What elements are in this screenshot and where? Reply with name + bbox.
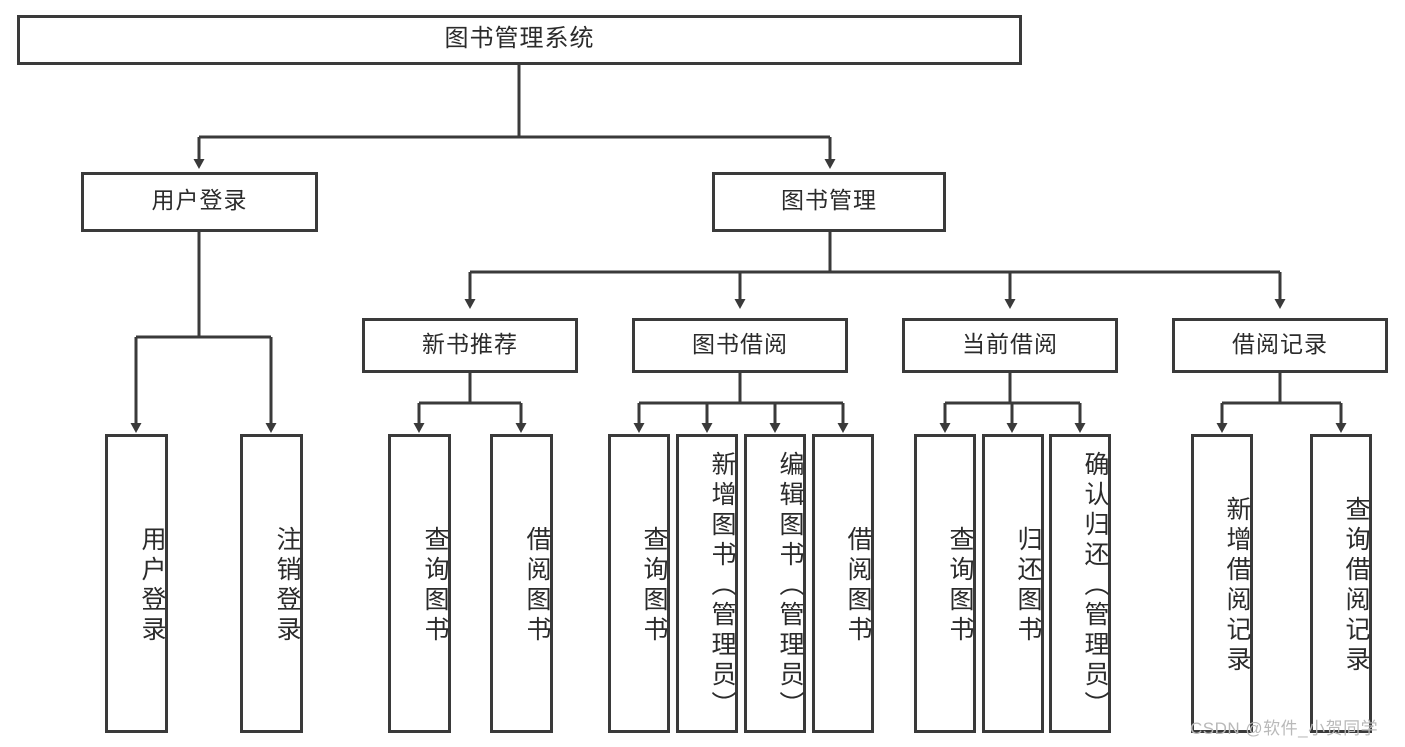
leaf-borrow-book-recommend[interactable]: 借阅图书 xyxy=(490,434,553,733)
leaf-query-borrow-record[interactable]: 查询借阅记录 xyxy=(1310,434,1372,733)
node-label: 归还图书 xyxy=(1014,525,1042,646)
node-label: 用户登录 xyxy=(151,187,248,214)
node-root-system[interactable]: 图书管理系统 xyxy=(17,15,1022,65)
node-label: 查询图书 xyxy=(640,525,668,646)
leaf-user-login[interactable]: 用户登录 xyxy=(105,434,168,733)
node-label: 确认归还（管理员） xyxy=(1081,450,1109,721)
node-label: 查询图书 xyxy=(421,525,449,646)
leaf-add-book-admin[interactable]: 新增图书（管理员） xyxy=(676,434,738,733)
leaf-return-book[interactable]: 归还图书 xyxy=(982,434,1044,733)
leaf-edit-book-admin[interactable]: 编辑图书（管理员） xyxy=(744,434,806,733)
leaf-query-book-recommend[interactable]: 查询图书 xyxy=(388,434,451,733)
node-label: 查询借阅记录 xyxy=(1342,495,1370,676)
node-new-book-recommend[interactable]: 新书推荐 xyxy=(362,318,578,373)
node-label: 当前借阅 xyxy=(962,330,1058,357)
node-label: 查询图书 xyxy=(946,525,974,646)
node-label: 图书管理 xyxy=(781,187,877,214)
node-label: 借阅图书 xyxy=(523,525,551,646)
node-label: 图书管理系统 xyxy=(444,24,595,52)
node-label: 借阅图书 xyxy=(844,525,872,646)
node-label: 新增借阅记录 xyxy=(1223,495,1251,676)
node-current-borrow[interactable]: 当前借阅 xyxy=(902,318,1118,373)
leaf-borrow-book[interactable]: 借阅图书 xyxy=(812,434,874,733)
node-label: 新增图书（管理员） xyxy=(708,450,736,721)
csdn-watermark: CSDN @软件_小贺同学 xyxy=(1190,719,1379,738)
leaf-query-book-current[interactable]: 查询图书 xyxy=(914,434,976,733)
node-borrow-record[interactable]: 借阅记录 xyxy=(1172,318,1388,373)
leaf-query-book-borrow[interactable]: 查询图书 xyxy=(608,434,670,733)
leaf-logout[interactable]: 注销登录 xyxy=(240,434,303,733)
node-label: 编辑图书（管理员） xyxy=(776,450,804,721)
leaf-confirm-return-admin[interactable]: 确认归还（管理员） xyxy=(1049,434,1111,733)
node-label: 借阅记录 xyxy=(1232,330,1328,357)
node-label: 用户登录 xyxy=(138,525,166,646)
node-label: 新书推荐 xyxy=(422,330,518,357)
node-book-management[interactable]: 图书管理 xyxy=(712,172,946,232)
node-user-login[interactable]: 用户登录 xyxy=(81,172,318,232)
leaf-add-borrow-record[interactable]: 新增借阅记录 xyxy=(1191,434,1253,733)
node-label: 注销登录 xyxy=(273,525,301,646)
node-book-borrow[interactable]: 图书借阅 xyxy=(632,318,848,373)
node-label: 图书借阅 xyxy=(692,330,788,357)
